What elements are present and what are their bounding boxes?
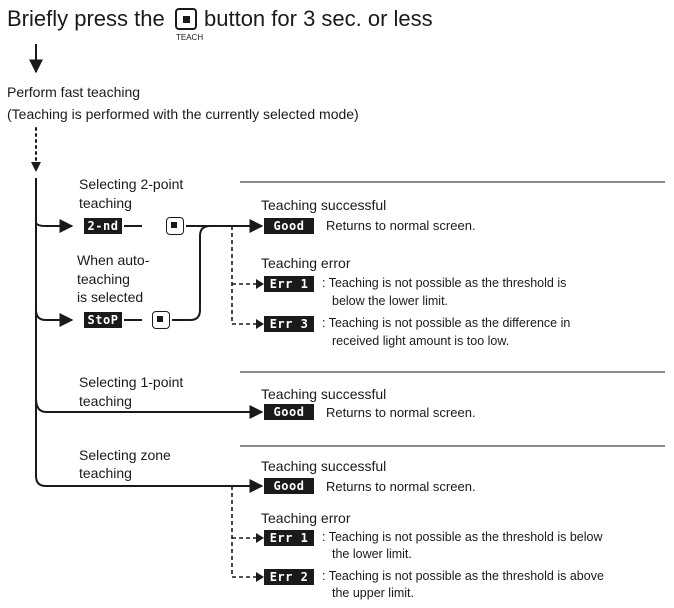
g3-success-display: Good [264,478,314,494]
auto-label-line2: teaching [77,271,130,287]
one-point-label-line2: teaching [79,393,132,409]
g1-err1-text-line2: below the lower limit. [332,294,449,308]
instruction-title-start: Briefly press the [7,6,165,31]
step-note: (Teaching is performed with the currentl… [7,106,359,122]
zone-label-line1: Selecting zone [79,447,171,463]
auto-teach-button-icon [152,311,170,329]
g3-err2-text-line1: : Teaching is not possible as the thresh… [322,569,604,583]
two-point-label-line1: Selecting 2-point [79,176,184,192]
g1-success-display: Good [264,218,314,234]
instruction-title-end: button for 3 sec. or less [204,6,433,31]
auto-display: StoP [84,312,122,328]
g3-success-title: Teaching successful [261,458,387,474]
g3-err2-display: Err 2 [264,569,314,585]
g3-err2-text-line2: the upper limit. [332,586,414,600]
g1-err3-text-line1: : Teaching is not possible as the differ… [322,316,571,330]
two-point-teach-button-icon [166,217,184,235]
one-point-label-line1: Selecting 1-point [79,374,184,390]
auto-label-line3: is selected [77,289,144,305]
g3-success-text: Returns to normal screen. [326,479,476,494]
g2-success-display: Good [264,404,314,420]
two-point-display: 2-nd [84,218,122,234]
g1-err3-text-line2: received light amount is too low. [332,334,510,348]
g2-success-text: Returns to normal screen. [326,405,476,420]
g3-err1-display: Err 1 [264,530,314,546]
g3-err1-text-line2: the lower limit. [332,547,412,561]
g1-err3-display: Err 3 [264,316,314,332]
g1-error-title: Teaching error [261,255,351,271]
g1-err1-text-line1: : Teaching is not possible as the thresh… [322,276,567,290]
g1-success-text: Returns to normal screen. [326,218,476,233]
two-point-label-line2: teaching [79,195,132,211]
g3-err1-text-line1: : Teaching is not possible as the thresh… [322,530,603,544]
teach-button-icon [175,8,197,30]
auto-label-line1: When auto- [77,252,150,268]
g1-success-title: Teaching successful [261,197,387,213]
zone-label-line2: teaching [79,465,132,481]
g3-error-title: Teaching error [261,510,351,526]
step-title: Perform fast teaching [7,84,141,100]
teach-button-label: TEACH [176,33,204,42]
g1-err1-display: Err 1 [264,276,314,292]
g2-success-title: Teaching successful [261,386,387,402]
